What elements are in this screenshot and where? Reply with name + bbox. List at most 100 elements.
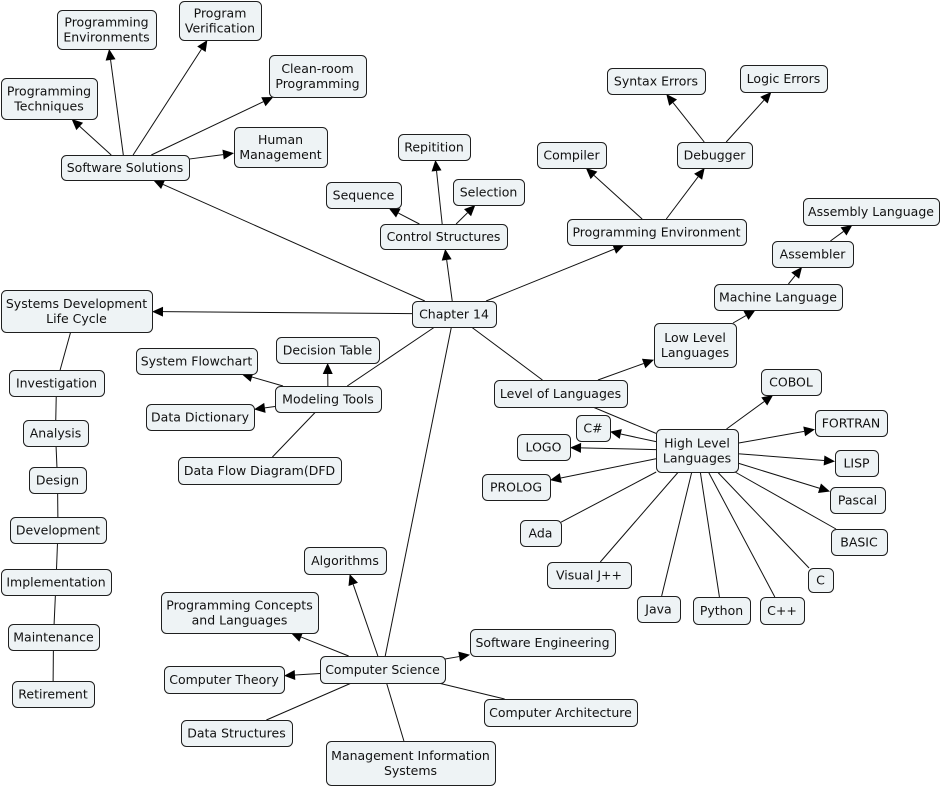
node-machine-language[interactable]: Machine Language (714, 284, 843, 311)
node-ada[interactable]: Ada (520, 520, 562, 547)
node-compiler[interactable]: Compiler (537, 142, 607, 169)
node-label-line: Visual J++ (556, 568, 622, 583)
connector-line (398, 212, 420, 225)
node-label-line: Techniques (13, 99, 83, 114)
node-label-line: Languages (661, 345, 729, 360)
node-label-line: Development (16, 523, 100, 538)
node-cpp[interactable]: C++ (760, 597, 805, 625)
node-csharp[interactable]: C# (576, 415, 611, 442)
node-control-structures[interactable]: Control Structures (380, 224, 508, 250)
node-box (835, 450, 879, 477)
node-basic[interactable]: BASIC (831, 529, 888, 556)
node-assembly-language[interactable]: Assembly Language (803, 198, 940, 226)
arrowhead-icon (791, 267, 803, 279)
node-label-line: Pascal (838, 493, 877, 508)
node-system-flowchart[interactable]: System Flowchart (136, 348, 258, 375)
node-algorithms[interactable]: Algorithms (304, 547, 387, 575)
node-box (654, 323, 737, 368)
connector-line (737, 462, 820, 489)
node-label-line: Systems Development (6, 296, 147, 311)
node-repitition[interactable]: Repitition (398, 134, 471, 161)
node-selection[interactable]: Selection (453, 179, 525, 206)
node-design[interactable]: Design (29, 467, 87, 494)
node-computer-theory[interactable]: Computer Theory (164, 666, 285, 694)
node-label-line: BASIC (840, 535, 878, 550)
node-data-dictionary[interactable]: Data Dictionary (146, 404, 255, 431)
arrowhead-icon (641, 358, 654, 369)
node-logic-errors[interactable]: Logic Errors (740, 65, 828, 93)
node-box (57, 10, 157, 50)
node-label-line: Level of Languages (500, 386, 621, 401)
node-lisp[interactable]: LISP (835, 450, 879, 477)
arrowhead-icon (585, 168, 598, 180)
node-computer-architecture[interactable]: Computer Architecture (484, 699, 638, 727)
node-sequence[interactable]: Sequence (326, 182, 402, 209)
node-decision-table[interactable]: Decision Table (276, 337, 380, 364)
node-chapter14[interactable]: Chapter 14 (412, 301, 497, 328)
node-box (234, 127, 328, 168)
node-data-flow-diagram[interactable]: Data Flow Diagram(DFD (178, 457, 342, 485)
node-retirement[interactable]: Retirement (12, 681, 95, 708)
node-modeling-tools[interactable]: Modeling Tools (275, 386, 382, 413)
node-label-line: Repitition (404, 140, 464, 155)
node-data-structures[interactable]: Data Structures (181, 720, 293, 747)
node-label-line: Program (194, 6, 247, 21)
node-label-line: Software Solutions (67, 160, 184, 175)
node-analysis[interactable]: Analysis (23, 420, 89, 447)
connector-line (593, 175, 643, 220)
node-label-line: FORTRAN (822, 416, 881, 431)
connector-line (699, 471, 720, 598)
connector-line (59, 331, 72, 371)
node-syntax-errors[interactable]: Syntax Errors (607, 68, 706, 95)
connector-line (455, 212, 468, 225)
node-label-line: Design (36, 473, 79, 488)
node-maintenance[interactable]: Maintenance (8, 624, 100, 651)
node-debugger[interactable]: Debugger (677, 142, 753, 169)
node-python[interactable]: Python (693, 597, 751, 625)
edge-high-level-languages-to-pascal (737, 462, 830, 494)
node-cobol[interactable]: COBOL (761, 369, 822, 396)
node-java[interactable]: Java (637, 596, 681, 623)
edge-programming-environment-to-compiler (585, 168, 643, 220)
node-box (275, 386, 382, 413)
node-software-engineering[interactable]: Software Engineering (470, 629, 616, 657)
edge-chapter14-to-level-of-languages (471, 326, 543, 381)
node-development[interactable]: Development (10, 517, 107, 544)
edge-chapter14-to-modeling-tools (346, 326, 436, 387)
node-level-of-languages[interactable]: Level of Languages (494, 380, 628, 408)
node-programming-environment[interactable]: Programming Environment (567, 219, 747, 246)
arrowhead-icon (458, 651, 470, 662)
edge-level-of-languages-to-low-level-languages (597, 358, 654, 381)
edge-analysis-to-design (55, 445, 58, 468)
node-logo[interactable]: LOGO (517, 434, 571, 461)
node-visual-jpp[interactable]: Visual J++ (547, 562, 632, 589)
node-prolog[interactable]: PROLOG (482, 474, 551, 501)
edge-modeling-tools-to-data-flow-diagram (272, 411, 316, 458)
node-computer-science[interactable]: Computer Science (320, 656, 446, 684)
connector-line (717, 471, 810, 569)
node-pascal[interactable]: Pascal (830, 487, 886, 514)
node-implementation[interactable]: Implementation (1, 569, 112, 596)
node-box (8, 624, 100, 651)
node-investigation[interactable]: Investigation (9, 370, 105, 397)
node-box (772, 241, 854, 268)
node-assembler[interactable]: Assembler (772, 241, 854, 268)
node-c[interactable]: C (808, 568, 834, 593)
node-box (269, 55, 367, 98)
node-label-line: Clean-room (281, 61, 353, 76)
node-software-solutions[interactable]: Software Solutions (61, 155, 190, 181)
node-label-line: Syntax Errors (614, 74, 698, 89)
node-label-line: Modeling Tools (282, 392, 374, 407)
node-fortran[interactable]: FORTRAN (815, 410, 888, 437)
